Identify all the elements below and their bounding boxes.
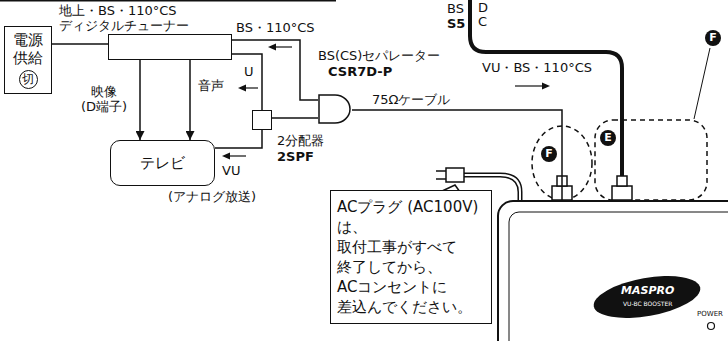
tuner-box: 地上・BS・110°CS ディジタルチューナー <box>108 34 232 60</box>
cable-line <box>52 43 108 45</box>
signal-arrow <box>515 83 550 90</box>
product-name: VU-BC BOOSTER <box>623 300 672 307</box>
signal-arrow <box>222 153 246 160</box>
dashed-region <box>595 120 707 200</box>
cable-line <box>189 60 191 140</box>
cable-line <box>352 110 562 200</box>
signal-arrow <box>268 44 292 51</box>
edge-label: U <box>244 64 254 79</box>
plug-prong <box>436 178 446 180</box>
tv-box: テレビ <box>110 140 215 186</box>
signal-arrow <box>238 85 258 92</box>
power-box: 電源 供給切 <box>4 26 52 94</box>
edge-label: 75Ωケーブル <box>372 92 450 107</box>
ac-plug <box>446 168 464 182</box>
signal-label: VU・BS・110°CS <box>482 60 592 75</box>
separator-shape: BS(CS)セパレーターCSR7D-P <box>318 94 352 124</box>
signal-note: (アナログ放送) <box>168 189 256 204</box>
power-led <box>708 323 715 330</box>
frame-edge <box>0 0 336 2</box>
edge-label: VU <box>222 163 240 178</box>
splitter-box: 2分配器2SPF <box>252 110 272 130</box>
cut-label: DC <box>478 1 491 30</box>
callout-letter: E <box>600 130 616 146</box>
part-number: CSR7D-P <box>328 64 392 79</box>
circled-mark: 切 <box>19 70 38 89</box>
edge-label: 音声 <box>198 78 224 93</box>
booster-body: MASPRO VU-BC BOOSTER POWER <box>497 200 728 341</box>
part-name: BS(CS)セパレーター <box>318 48 440 63</box>
f-connector <box>617 176 627 186</box>
input-cable <box>470 0 622 176</box>
part-number: 2SPF <box>277 149 314 164</box>
power-label: POWER <box>697 310 723 318</box>
cable-line <box>272 117 318 119</box>
callout-letter: F <box>705 30 721 46</box>
logo-badge <box>591 269 704 325</box>
leader-line <box>694 48 710 119</box>
cut-label: S5 <box>447 16 465 31</box>
callout-letter: F <box>541 146 557 162</box>
cable-line <box>139 60 141 140</box>
callout-box: ACプラグ (AC100V)は、 取付工事がすべて 終了してから、 ACコンセン… <box>330 190 492 324</box>
f-connector <box>612 186 632 200</box>
box-heading: 地上・BS・110°CS ディジタルチューナー <box>59 3 199 33</box>
cable-line <box>232 54 262 110</box>
separator-outline <box>318 94 352 124</box>
cut-label: BS <box>447 1 464 16</box>
box-text: テレビ <box>140 154 185 173</box>
part-name: 2分配器 <box>277 133 324 148</box>
cable-line <box>215 130 262 148</box>
callout-text: ACプラグ (AC100V)は、 取付工事がすべて 終了してから、 ACコンセン… <box>337 197 485 317</box>
box-text: 電源 供給 <box>7 31 49 67</box>
cable-line <box>232 40 318 100</box>
brand-logo: MASPRO <box>621 284 674 297</box>
booster-panel <box>509 212 728 341</box>
plug-prong <box>436 170 446 172</box>
separator-outline <box>319 95 350 123</box>
edge-label: 映像 (D端子) <box>74 84 134 114</box>
booster-art <box>499 202 728 341</box>
edge-label: BS・110°CS <box>236 20 315 35</box>
